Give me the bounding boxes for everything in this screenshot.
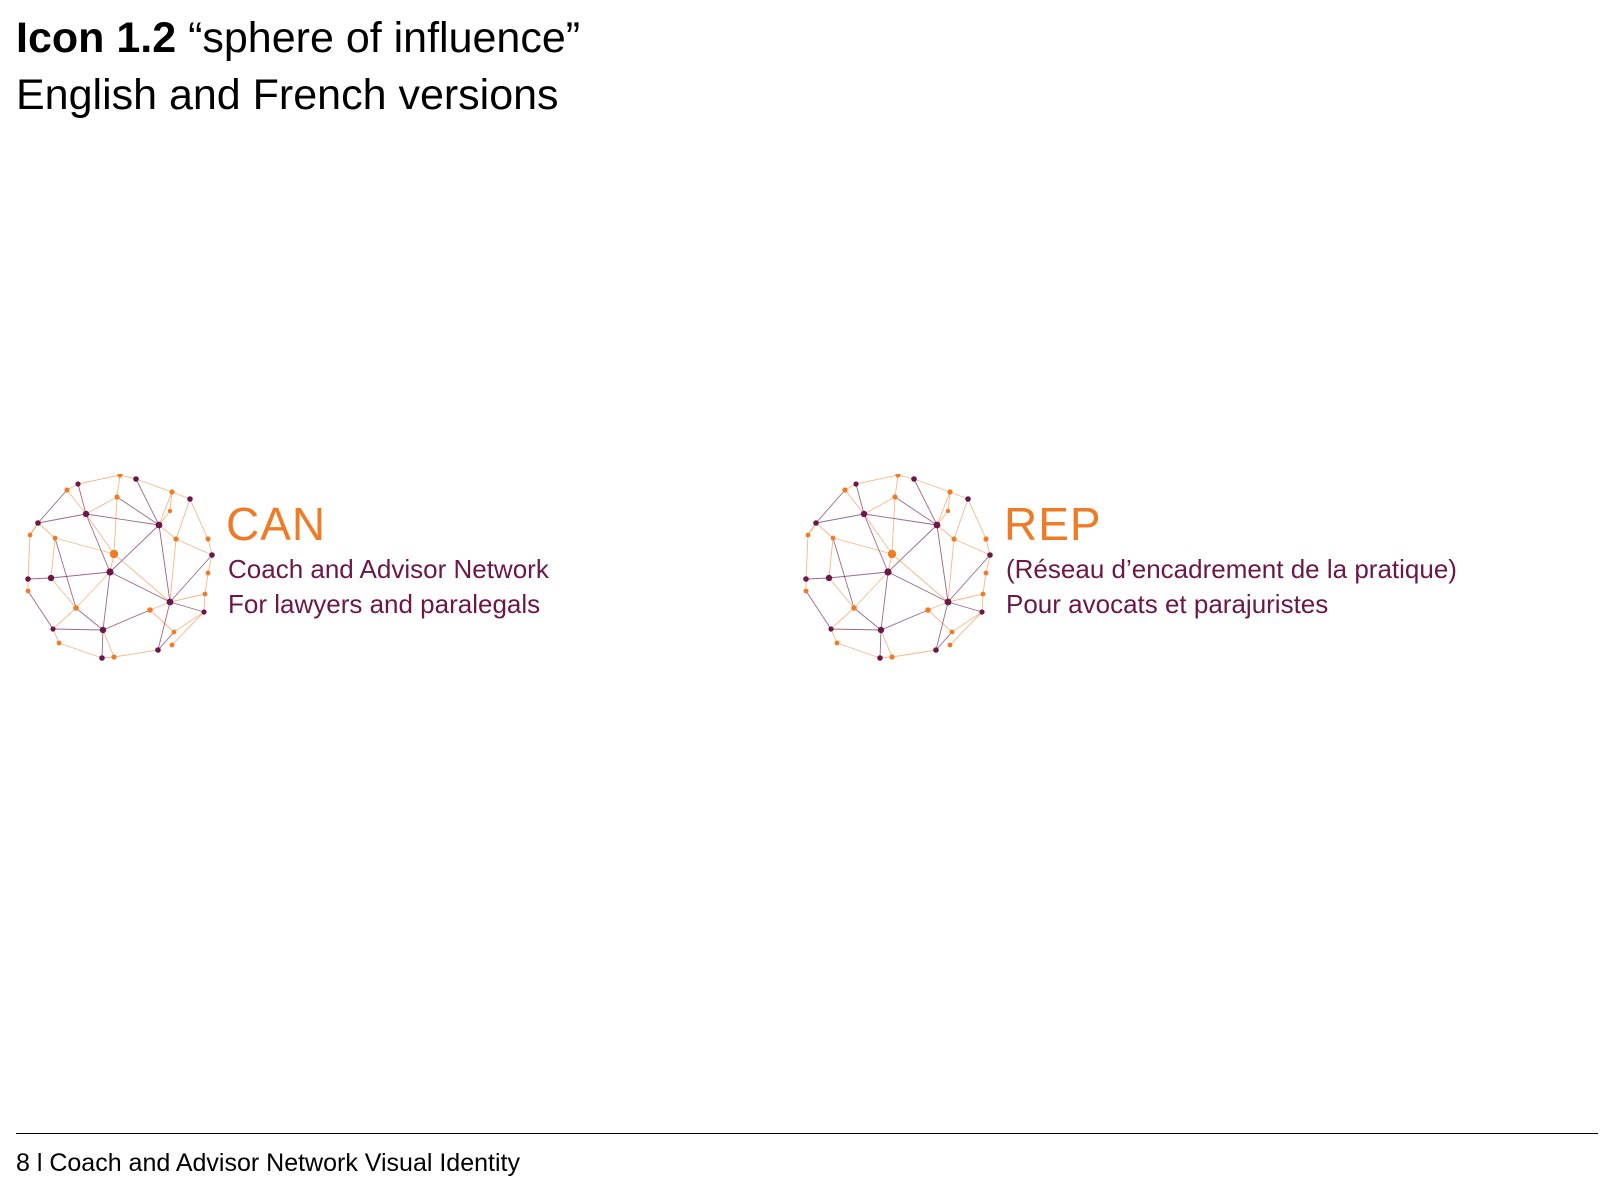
title-icon-number: Icon 1.2 bbox=[16, 14, 177, 62]
can-logo: CAN Coach and Advisor Network For lawyer… bbox=[20, 474, 549, 674]
page-title: Icon 1.2 “sphere of influence” English a… bbox=[16, 10, 580, 124]
logo-acronym: REP bbox=[1004, 498, 1102, 550]
can-logo-text: CAN Coach and Advisor Network For lawyer… bbox=[226, 498, 549, 622]
rep-logo: REP (Réseau d’encadrement de la pratique… bbox=[798, 474, 1457, 674]
page-subtitle: English and French versions bbox=[16, 71, 559, 119]
logo-name-line: Coach and Advisor Network bbox=[228, 554, 549, 584]
network-sphere-icon bbox=[803, 474, 993, 661]
footer-divider bbox=[16, 1133, 1598, 1134]
network-sphere-icon bbox=[25, 474, 215, 661]
logo-acronym: CAN bbox=[226, 498, 327, 550]
logo-tagline: For lawyers and paralegals bbox=[228, 589, 541, 619]
title-icon-name: “sphere of influence” bbox=[176, 14, 581, 62]
title-line-1: Icon 1.2 “sphere of influence” bbox=[16, 10, 580, 67]
logo-tagline: Pour avocats et parajuristes bbox=[1006, 589, 1329, 619]
footer-text: 8 l Coach and Advisor Network Visual Ide… bbox=[16, 1149, 520, 1177]
rep-logo-text: REP (Réseau d’encadrement de la pratique… bbox=[1004, 498, 1457, 622]
logo-name-line: (Réseau d’encadrement de la pratique) bbox=[1006, 554, 1457, 584]
